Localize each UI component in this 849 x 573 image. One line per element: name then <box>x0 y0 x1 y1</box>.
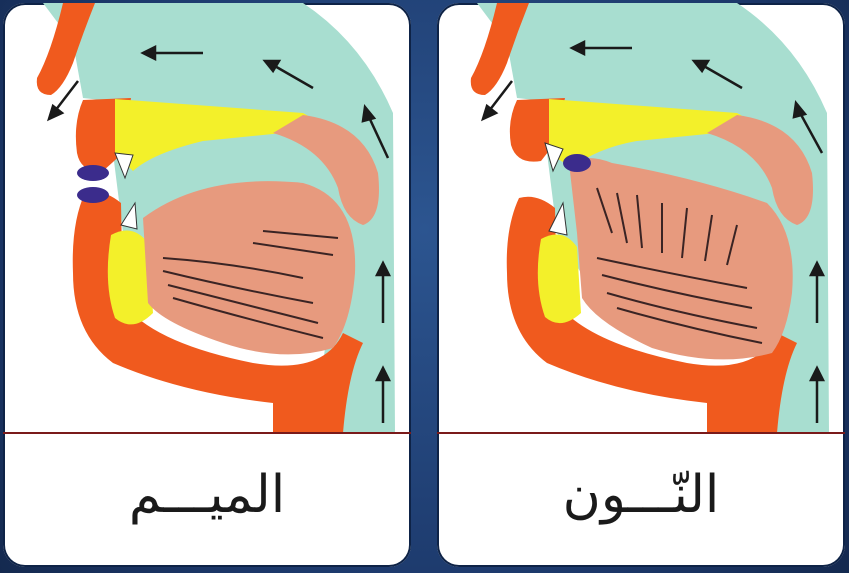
letter-label-noon: النّـــون <box>437 465 845 525</box>
jaw-bone <box>538 235 581 324</box>
lip-contact-lower <box>77 187 109 203</box>
card-meem: الميـــم <box>3 3 411 567</box>
lip-contact-upper <box>77 165 109 181</box>
card-noon: النّـــون <box>437 3 845 567</box>
tongue-contact-point <box>563 154 591 172</box>
letter-label-meem: الميـــم <box>3 465 411 525</box>
